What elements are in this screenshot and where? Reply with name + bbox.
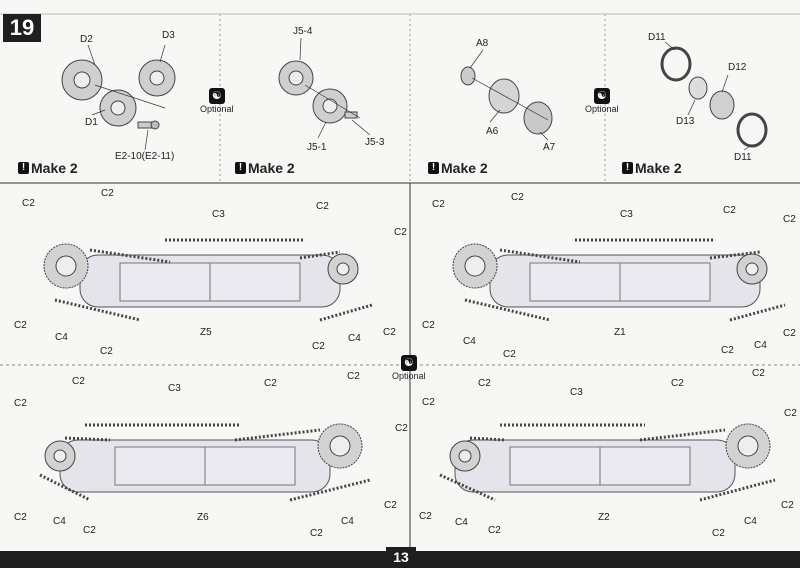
optional-marker-3: ☯ Optional [392, 355, 426, 381]
optional-label: Optional [200, 104, 234, 114]
track-panel-4 [439, 423, 776, 502]
track-panel-2 [452, 238, 786, 322]
page-number: 13 [386, 547, 416, 568]
label-c2: C2 [72, 376, 85, 387]
label-d13: D13 [676, 116, 695, 127]
label-c2: C2 [721, 345, 734, 356]
label-c2: C2 [419, 511, 432, 522]
exclamation-icon: ! [235, 162, 246, 174]
label-d11-bottom: D11 [734, 152, 752, 163]
label-hull: Z1 [614, 327, 626, 338]
label-d11-top: D11 [648, 32, 666, 43]
label-c2: C2 [14, 398, 27, 409]
step-number: 19 [3, 14, 41, 42]
exclamation-icon: ! [428, 162, 439, 174]
label-j5-4: J5-4 [293, 26, 313, 37]
label-c2: C2 [671, 378, 684, 389]
label-c3: C3 [570, 387, 583, 398]
label-c3: C3 [620, 209, 633, 220]
idler-assembly-2 [278, 60, 358, 124]
label-c3: C3 [212, 209, 225, 220]
optional-marker-2: ☯ Optional [585, 88, 619, 114]
yin-yang-icon: ☯ [208, 88, 225, 104]
label-c2: C2 [22, 198, 35, 209]
label-c2: C2 [347, 371, 360, 382]
label-c2: C2 [316, 201, 329, 212]
make-2-note-4: !Make 2 [622, 160, 682, 176]
label-d2: D2 [80, 34, 93, 45]
label-c2: C2 [783, 328, 796, 339]
label-j5-1: J5-1 [307, 142, 327, 153]
label-d12: D12 [728, 62, 747, 73]
label-c2: C2 [478, 378, 491, 389]
label-c2: C2 [100, 346, 113, 357]
exclamation-icon: ! [622, 162, 633, 174]
label-c4: C4 [53, 516, 66, 527]
label-c2: C2 [83, 525, 96, 536]
label-c4: C4 [463, 336, 476, 347]
label-c2: C2 [264, 378, 277, 389]
label-c2: C2 [752, 368, 765, 379]
label-c4: C4 [55, 332, 68, 343]
label-c4: C4 [754, 340, 767, 351]
yin-yang-icon: ☯ [593, 88, 610, 104]
label-c4: C4 [455, 517, 468, 528]
label-c2: C2 [310, 528, 323, 539]
track-panel-3 [39, 423, 371, 502]
label-c2: C2 [14, 320, 27, 331]
label-c4: C4 [744, 516, 757, 527]
label-hull: Z5 [200, 327, 212, 338]
label-c2: C2 [395, 423, 408, 434]
label-hull: Z2 [598, 512, 610, 523]
exclamation-icon: ! [18, 162, 29, 174]
optional-label: Optional [585, 104, 619, 114]
make-2-note-3: !Make 2 [428, 160, 488, 176]
make-2-note-2: !Make 2 [235, 160, 295, 176]
label-c2: C2 [783, 214, 796, 225]
sprocket-assembly-1 [61, 59, 176, 130]
label-c2: C2 [488, 525, 501, 536]
make-2-note-1: !Make 2 [18, 160, 78, 176]
label-j5-3: J5-3 [365, 137, 385, 148]
track-panel-1 [43, 238, 373, 322]
label-c2: C2 [14, 512, 27, 523]
label-c2: C2 [312, 341, 325, 352]
label-a6: A6 [486, 126, 499, 137]
label-c2: C2 [723, 205, 736, 216]
label-c2: C2 [511, 192, 524, 203]
label-d3: D3 [162, 30, 175, 41]
label-c2: C2 [101, 188, 114, 199]
label-a8: A8 [476, 38, 489, 49]
label-c2: C2 [422, 320, 435, 331]
label-c2: C2 [784, 408, 797, 419]
label-c2: C2 [712, 528, 725, 539]
label-e2: E2-10(E2-11) [115, 151, 175, 162]
wheel-assembly-3 [460, 66, 553, 135]
optional-marker-1: ☯ Optional [200, 88, 234, 114]
label-a7: A7 [543, 142, 556, 153]
label-c2: C2 [503, 349, 516, 360]
label-c2: C2 [383, 327, 396, 338]
label-c4: C4 [348, 333, 361, 344]
label-c4: C4 [341, 516, 354, 527]
label-c2: C2 [432, 199, 445, 210]
label-hull: Z6 [197, 512, 209, 523]
optional-label: Optional [392, 371, 426, 381]
label-c2: C2 [394, 227, 407, 238]
wheel-assembly-4 [660, 46, 768, 148]
yin-yang-icon: ☯ [400, 355, 417, 371]
label-c3: C3 [168, 383, 181, 394]
label-c2: C2 [384, 500, 397, 511]
label-c2: C2 [422, 397, 435, 408]
label-c2: C2 [781, 500, 794, 511]
label-d1: D1 [85, 117, 98, 128]
